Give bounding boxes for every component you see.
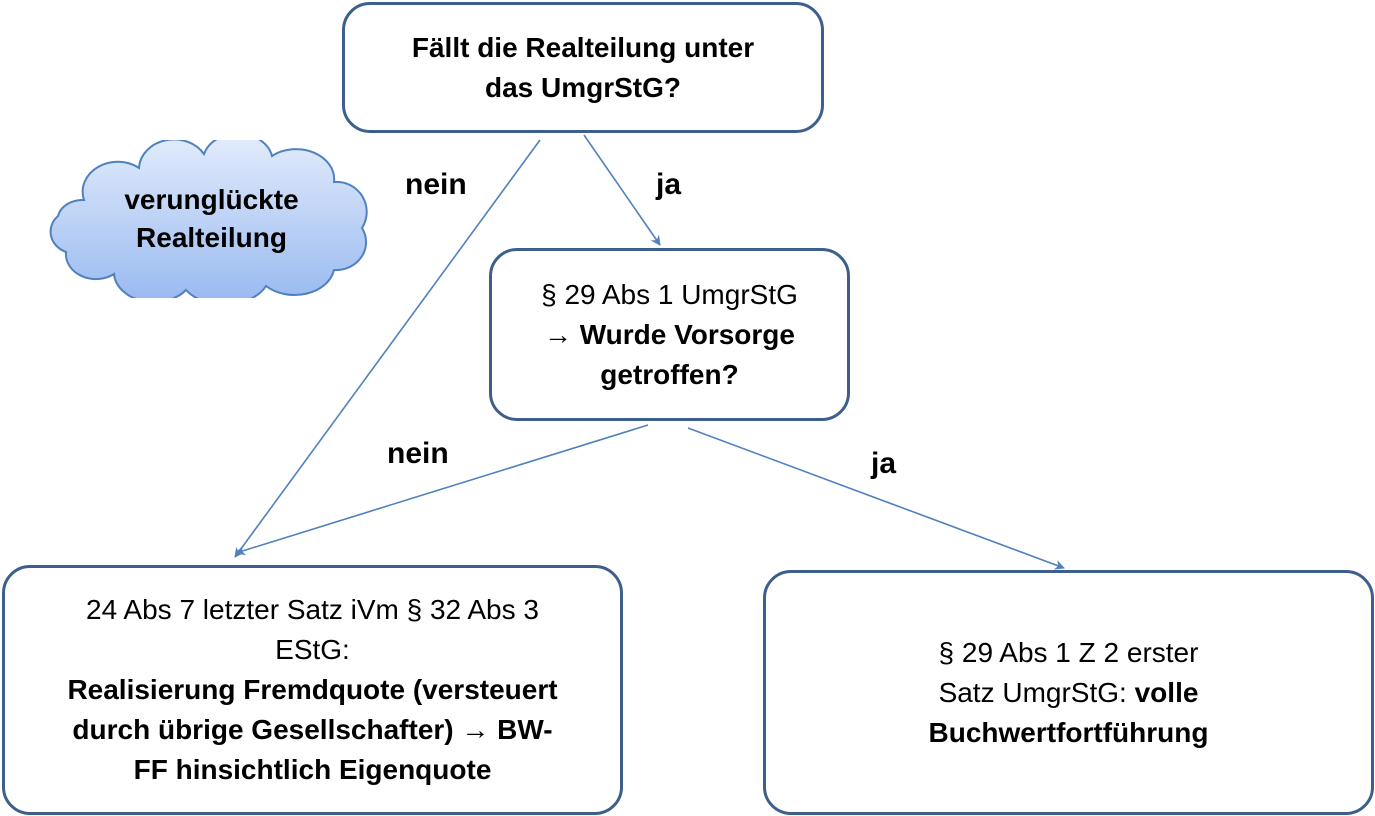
label-mid-no: nein xyxy=(387,437,449,470)
right-line1: § 29 Abs 1 Z 2 erster xyxy=(938,636,1199,668)
right-line2-normal: Satz UmgrStG: xyxy=(938,676,1135,708)
arrow-top-no xyxy=(234,139,541,558)
left-line2: EStG: xyxy=(275,634,350,665)
left-line5: FF hinsichtlich Eigenquote xyxy=(133,754,492,785)
right-line2-bold: volle xyxy=(1134,676,1199,708)
middle-line3: getroffen? xyxy=(600,358,739,390)
label-top-yes: ja xyxy=(656,168,682,201)
cloud-verunglueckte-realteilung: verunglückte Realteilung xyxy=(44,140,379,298)
cloud-shape xyxy=(49,140,368,298)
result-box-realisierung: 24 Abs 7 letzter Satz iVm § 32 Abs 3 ESt… xyxy=(2,565,623,815)
middle-line1: § 29 Abs 1 UmgrStG xyxy=(541,278,798,310)
label-mid-yes: ja xyxy=(871,447,897,480)
right-line3: Buchwertfortführung xyxy=(928,716,1209,748)
left-line4: durch übrige Gesellschafter) → BW- xyxy=(72,714,553,745)
cloud-line1: verunglückte xyxy=(124,184,299,215)
top-line2: das UmgrStG? xyxy=(484,71,682,103)
right-line2: Satz UmgrStG: volle xyxy=(939,673,1199,713)
top-line1: Fällt die Realteilung unter xyxy=(411,31,755,63)
label-top-no: nein xyxy=(405,168,467,201)
left-line3: Realisierung Fremdquote (versteuert xyxy=(67,674,558,705)
left-line1: 24 Abs 7 letzter Satz iVm § 32 Abs 3 xyxy=(86,594,539,625)
arrow-mid-no xyxy=(235,424,649,556)
question-box-vorsorge: § 29 Abs 1 UmgrStG → Wurde Vorsorge getr… xyxy=(489,248,850,421)
arrow-mid-yes xyxy=(687,427,1065,570)
cloud-line2: Realteilung xyxy=(136,222,287,253)
arrow-top-yes xyxy=(583,134,661,246)
middle-line2: → Wurde Vorsorge xyxy=(543,318,795,350)
result-box-buchwertfortfuehrung: § 29 Abs 1 Z 2 erster Satz UmgrStG: voll… xyxy=(763,570,1374,815)
question-box-umgrstg: Fällt die Realteilung unter das UmgrStG? xyxy=(342,2,824,133)
